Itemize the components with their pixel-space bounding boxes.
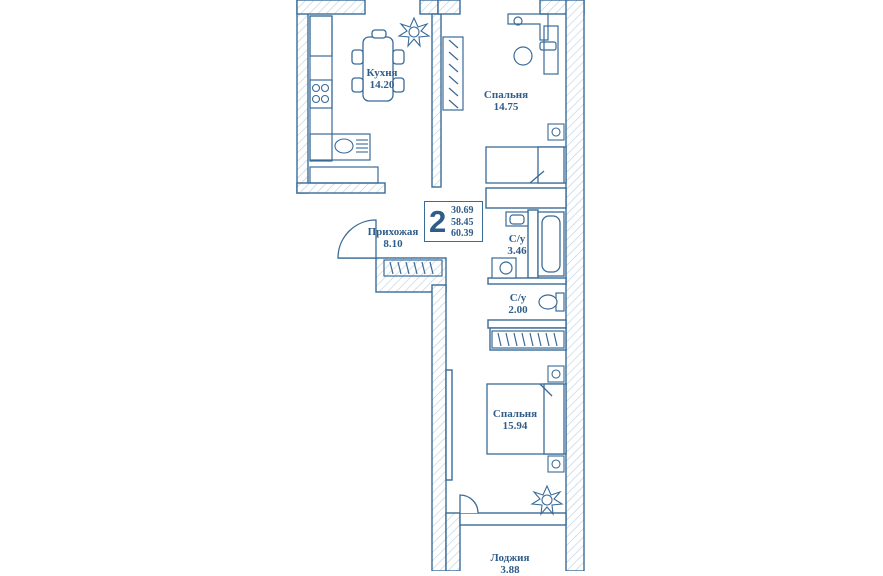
room-area: 15.94 <box>502 420 528 432</box>
room-area: 8.10 <box>383 238 403 250</box>
room-name: Кухня <box>366 67 398 79</box>
room-name: С/у <box>509 292 527 304</box>
wardrobe-icon <box>442 36 464 111</box>
dining-table-icon <box>351 29 405 102</box>
plant-2-icon <box>530 484 564 516</box>
room-label-loggia: Лоджия 3.88 <box>482 552 538 576</box>
hall-shoe-rack-icon <box>383 259 443 277</box>
room-area: 2.00 <box>508 304 528 316</box>
area-summary-box: 2 30.69 58.45 60.39 <box>424 201 483 242</box>
room-name: Лоджия <box>490 552 530 564</box>
bathtub-icon <box>537 211 565 277</box>
toilet-icon <box>538 292 565 312</box>
room-label-kitchen: Кухня 14.20 <box>356 67 408 91</box>
room-area: 14.75 <box>493 101 519 113</box>
corridor-wardrobe-icon <box>491 330 565 349</box>
room-label-wc: С/у 2.00 <box>500 292 536 316</box>
balcony-door-icon <box>459 494 479 514</box>
plant-icon <box>397 16 431 48</box>
bed-icon <box>485 146 567 184</box>
nightstand-icon <box>547 123 565 141</box>
living-area: 30.69 <box>451 205 474 216</box>
room-area: 3.88 <box>500 564 520 576</box>
room-area: 14.20 <box>369 79 395 91</box>
room-name: Прихожая <box>367 226 419 238</box>
total-area-with-loggia: 60.39 <box>451 228 474 239</box>
room-label-bedroom-1: Спальня 14.75 <box>480 89 532 113</box>
nightstand-2-icon <box>547 365 565 473</box>
kitchen-counter <box>309 15 379 184</box>
room-name: Спальня <box>492 408 538 420</box>
room-label-hall: Прихожая 8.10 <box>360 226 426 250</box>
room-name: С/у <box>508 233 526 245</box>
stove-icon <box>311 83 330 104</box>
sink-icon <box>334 138 368 154</box>
area-values: 30.69 58.45 60.39 <box>451 205 474 240</box>
washbasin-icon <box>505 211 529 227</box>
desk-chair-icon <box>507 13 559 75</box>
room-name: Спальня <box>483 89 529 101</box>
room-label-bedroom-2: Спальня 15.94 <box>486 408 544 432</box>
rooms-count: 2 <box>429 204 447 239</box>
room-label-bath: С/у 3.46 <box>499 233 535 257</box>
total-area: 58.45 <box>451 216 474 228</box>
bed-2-icon <box>486 383 567 455</box>
exterior-walls <box>296 0 585 571</box>
washing-machine-icon <box>491 257 517 279</box>
room-area: 3.46 <box>507 245 527 257</box>
entrance-door-icon <box>337 219 377 259</box>
